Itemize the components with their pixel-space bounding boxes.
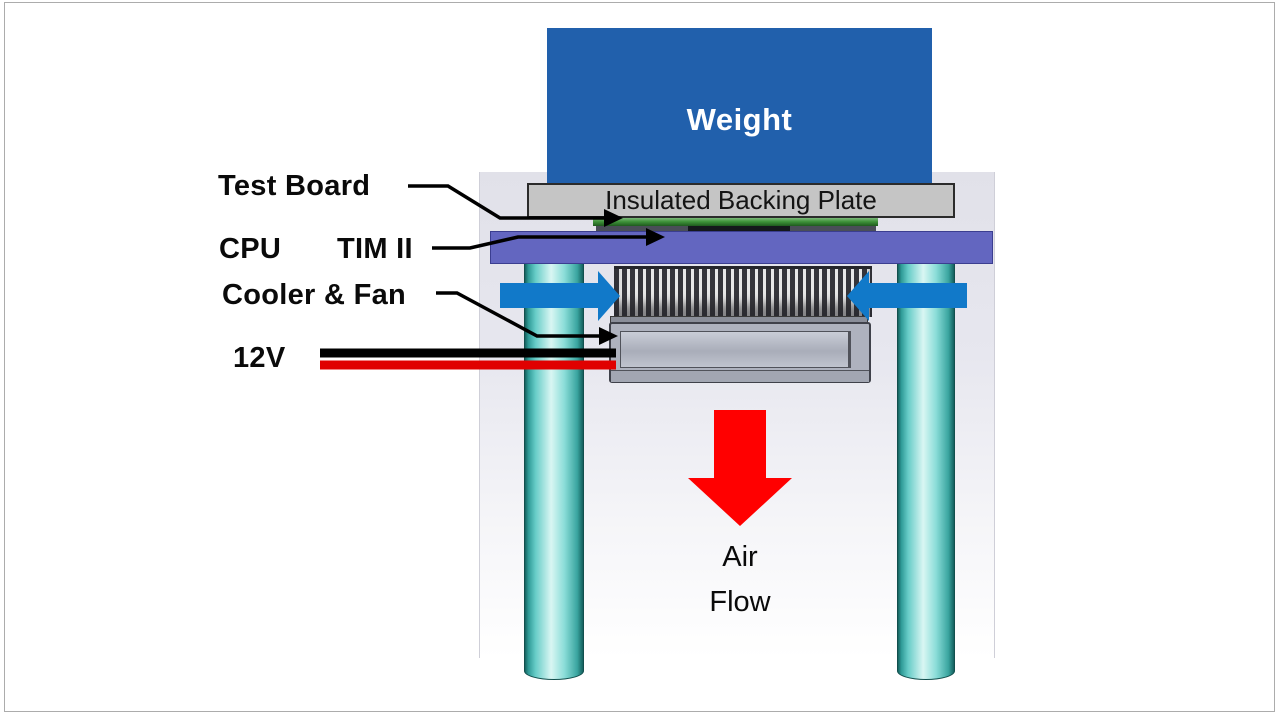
insulated-backing-plate: Insulated Backing Plate bbox=[527, 183, 955, 218]
cooler-fan-divider bbox=[848, 331, 850, 368]
cooler-fan-flange bbox=[611, 370, 869, 382]
test-board-label: Test Board bbox=[218, 170, 371, 202]
backing-plate-label: Insulated Backing Plate bbox=[605, 185, 877, 215]
support-post-right bbox=[897, 262, 955, 680]
weight-label: Weight bbox=[686, 102, 793, 137]
cpu-die-strip bbox=[688, 226, 790, 234]
test-board-strip bbox=[593, 218, 878, 226]
heat-spreader-bar bbox=[490, 231, 993, 264]
weight-block: Weight bbox=[547, 28, 932, 185]
tim-label: TIM II bbox=[337, 233, 413, 265]
power-12v-label: 12V bbox=[233, 342, 286, 374]
cpu-label: CPU bbox=[219, 233, 282, 265]
support-post-left bbox=[524, 262, 584, 680]
cooler-fan-label: Cooler & Fan bbox=[222, 279, 407, 311]
heatsink-fins bbox=[614, 266, 872, 317]
cooler-fan-frame bbox=[620, 331, 851, 368]
air-flow-line1: Air bbox=[722, 541, 758, 573]
air-flow-label: Air Flow bbox=[640, 535, 840, 625]
air-flow-line2: Flow bbox=[709, 586, 771, 618]
